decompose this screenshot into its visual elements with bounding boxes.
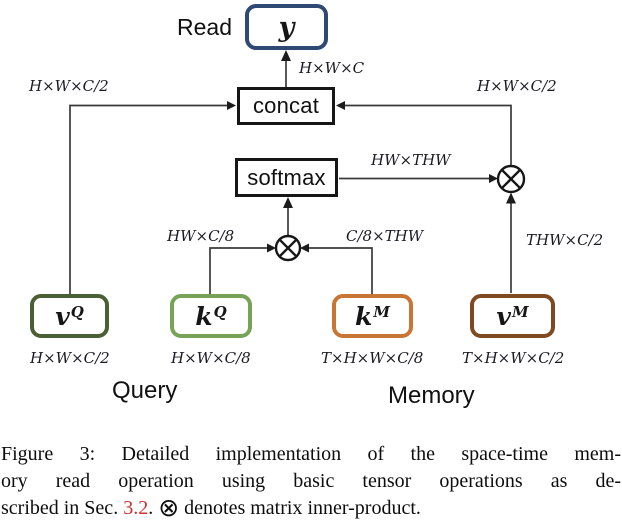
caption-line-2: ory read operation using basic tensor op… (1, 470, 621, 492)
arrowhead-right-concat (227, 101, 236, 110)
caption-line-1: Figure 3: Detailed implementation of the… (1, 443, 621, 465)
tensor-box-vm: vM (470, 294, 555, 338)
concat-node: concat (237, 87, 335, 125)
concat-label: concat (252, 93, 320, 118)
arrow-vq-to-concat (69, 104, 228, 294)
arrow-kq-to-otimes (209, 247, 268, 294)
figure-caption: Figure 3: Detailed implementation of the… (1, 441, 621, 522)
dim-label-right-branch: H×W×C/2 (477, 77, 557, 95)
tensor-box-kq: kQ (170, 294, 252, 338)
arrow-otimes-to-concat (344, 104, 512, 166)
otimes-inner-product-icon (274, 234, 302, 262)
arrow-km-to-otimes (308, 247, 373, 294)
diagram-wires (69, 50, 526, 294)
group-label-memory: Memory (388, 382, 475, 409)
tensor-box-km: kM (332, 294, 413, 338)
dim-label-vm: T×H×W×C/2 (462, 349, 565, 367)
dim-label-vm-edge: THW×C/2 (526, 231, 604, 249)
arrowhead-left-otimes1 (300, 243, 309, 253)
dim-label-vq: H×W×C/2 (30, 349, 110, 367)
arrowhead-right-otimes2 (489, 174, 498, 183)
dim-label-kq: H×W×C/8 (171, 349, 251, 367)
arrowhead-up-y (281, 50, 291, 61)
softmax-label: softmax (247, 164, 326, 190)
arrowhead-right-otimes1 (267, 243, 276, 253)
dim-label-left-branch: H×W×C/2 (29, 77, 109, 95)
vq-symbol: vQ (55, 301, 84, 331)
dim-label-km-edge: C/8×THW (346, 227, 424, 245)
arrowhead-left-concat (336, 101, 345, 110)
arrowhead-up-otimes2 (506, 192, 516, 204)
group-label-query: Query (112, 377, 178, 404)
y-symbol: y (278, 11, 295, 43)
kq-symbol: kQ (195, 301, 227, 331)
vm-symbol: vM (496, 301, 529, 331)
otimes-inner-product-icon (496, 164, 526, 194)
caption-line-3: scribed in Sec. 3.2. ⊗ denotes matrix in… (1, 495, 421, 522)
otimes-caption-icon: ⊗ (158, 495, 180, 522)
dim-label-output: H×W×C (299, 59, 365, 77)
read-label: Read (177, 14, 232, 40)
km-symbol: kM (355, 301, 390, 331)
arrowhead-up-softmax (283, 197, 293, 208)
tensor-box-vq: vQ (30, 294, 109, 338)
output-node-y: y (245, 4, 328, 50)
dim-label-kq-edge: HW×C/8 (167, 227, 235, 245)
softmax-node: softmax (235, 158, 338, 197)
dim-label-km: T×H×W×C/8 (321, 349, 424, 367)
section-ref-link[interactable]: 3.2 (123, 497, 149, 519)
dim-label-softmax-out: HW×THW (371, 151, 451, 169)
